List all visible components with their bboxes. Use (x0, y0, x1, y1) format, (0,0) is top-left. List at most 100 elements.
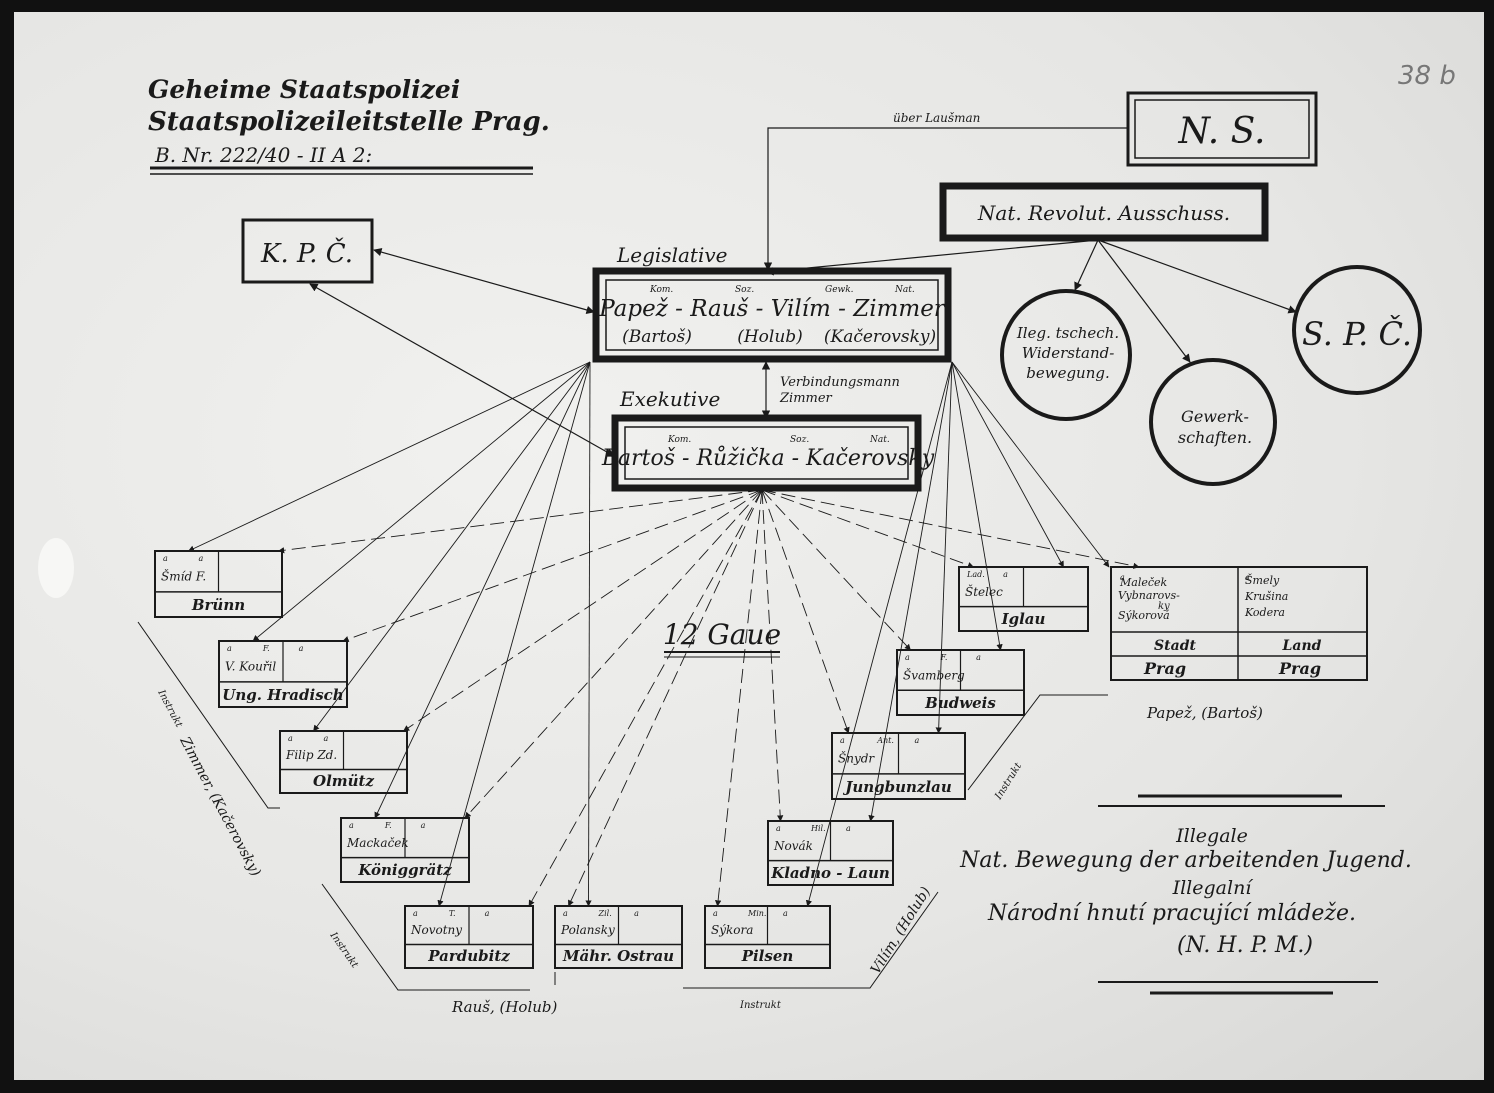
gau-mark: a (413, 909, 418, 918)
gau-mark: a (485, 909, 490, 918)
ns-node: N. S. (1126, 91, 1318, 167)
gau-mark: a (563, 909, 568, 918)
executive-names: Bartoš - Růžička - Kačerovsky (601, 444, 935, 471)
leg-tag-soz: Soz. (735, 285, 754, 295)
gau-mark: Hil. (810, 824, 826, 833)
gewerkschaften-node: Gewerk- schaften. (1149, 358, 1277, 486)
gau-mark: a (288, 734, 293, 743)
prag-stadt: Stadt (1154, 638, 1196, 654)
header-line-3: B. Nr. 222/40 - II A 2: (154, 143, 372, 167)
gau-person: Švamberg (903, 666, 965, 682)
legislative-link (187, 361, 591, 552)
prag-right-person-3: Kodera (1244, 606, 1285, 619)
legislative-link (437, 361, 591, 907)
legislative-names: Papež - Rauš - Vilím - Zimmer (598, 296, 947, 322)
group-label-left-side: Zimmer, (Kačerovsky) (176, 733, 264, 879)
spc-label: S. P. Č. (1302, 315, 1412, 353)
gau-mark: a (163, 554, 168, 563)
gau-mark: a (199, 554, 204, 563)
prag-city-right: Prag (1278, 659, 1321, 678)
prag-right-person-1: Šmely (1245, 573, 1280, 587)
gau-mark: Min. (747, 909, 766, 918)
group-brackets (137, 621, 1108, 991)
group-label-bottom-right-side: Vilím, (Holub) (868, 884, 934, 977)
gau-mark: a (227, 644, 232, 653)
gau-mark: a (324, 734, 329, 743)
gau-mark: a (840, 736, 845, 745)
legislative-sub-3: (Kačerovsky) (824, 327, 936, 347)
legend-line-3: Illegalní (1172, 877, 1255, 899)
gau-name: Budweis (924, 694, 996, 712)
gewerkschaften-line-1: Gewerk- (1181, 407, 1249, 426)
verbindung-line-1: Verbindungsmann (780, 375, 900, 390)
executive-link (761, 489, 850, 734)
executive-link (528, 489, 763, 907)
legislative-link (935, 361, 953, 734)
gau-mark: a (905, 653, 910, 662)
group-label-bottom-left: Rauš, (Holub) (451, 998, 557, 1016)
gau-name: Pilsen (741, 947, 794, 965)
revolut-label: Nat. Revolut. Ausschuss. (977, 201, 1230, 225)
connection-lines (187, 361, 1140, 907)
executive-label: Exekutive (619, 387, 720, 411)
legend-block: Illegale Nat. Bewegung der arbeitenden J… (959, 794, 1412, 995)
gestapo-header: Geheime Staatspolizei Staatspolizeileits… (148, 75, 550, 175)
gau-mark: Ant. (876, 736, 894, 745)
executive-link (402, 489, 763, 732)
gau-name: Königgrätz (357, 861, 452, 879)
gau-mark: F. (262, 644, 270, 653)
twelve-gaue-label: 12 Gaue (663, 618, 781, 658)
spc-node: S. P. Č. (1292, 265, 1422, 395)
legislative-link (585, 361, 592, 907)
gau-name: Mähr. Ostrau (562, 947, 674, 965)
gau-person: Štelec (965, 583, 1003, 599)
prag-mark-1: a (1120, 573, 1125, 582)
widerstand-node: Ileg. tschech. Widerstand- bewegung. (1000, 289, 1132, 421)
prag-left-person-4: Sýkorová (1118, 609, 1170, 622)
center-label: 12 Gaue (663, 618, 781, 651)
punch-hole (38, 538, 74, 598)
gau-mark: a (713, 909, 718, 918)
legislative-node: Kom. Soz. Gewk. Nat. Papež - Rauš - Vilí… (592, 267, 952, 363)
exe-tag-nat: Nat. (869, 435, 890, 445)
gau-mark: a (976, 653, 981, 662)
gau-person: Sýkora (711, 923, 753, 937)
legislative-label: Legislative (616, 243, 727, 267)
gau-mark: a (299, 644, 304, 653)
gau-person: Šnydr (838, 750, 875, 766)
gau-mark: a (1003, 570, 1008, 579)
legislative-link (868, 361, 953, 822)
gau-mark: a (914, 736, 919, 745)
widerstand-line-1: Ileg. tschech. (1016, 324, 1119, 342)
leg-tag-nat: Nat. (894, 285, 915, 295)
gau-mark: a (783, 909, 788, 918)
leg-tag-gewk: Gewk. (825, 285, 854, 295)
instrukt-bottom: Instrukt (739, 1000, 782, 1011)
legend-line-5: (N. H. P. M.) (1177, 933, 1313, 958)
legislative-link (252, 361, 591, 642)
legislative-link (951, 361, 1003, 651)
revolut-node: Nat. Revolut. Ausschuss. (939, 182, 1269, 242)
executive-link (464, 489, 763, 819)
gau-mark: a (634, 909, 639, 918)
gau-person: Novák (773, 839, 813, 853)
verbindung-line-2: Zimmer (779, 391, 833, 406)
legislative-link (805, 361, 953, 907)
gau-person: Polansky (560, 923, 615, 937)
executive-link (761, 489, 784, 822)
executive-link (761, 489, 975, 569)
legislative-link (313, 361, 591, 732)
leg-tag-kom: Kom. (649, 285, 673, 295)
gau-name: Olmütz (313, 772, 374, 790)
exe-tag-soz: Soz. (790, 435, 809, 445)
legislative-link-prag (951, 361, 1110, 568)
legend-line-4: Národní hnutí pracující mládeže. (987, 901, 1356, 926)
executive-link (761, 489, 911, 651)
legislative-link (951, 361, 1064, 568)
